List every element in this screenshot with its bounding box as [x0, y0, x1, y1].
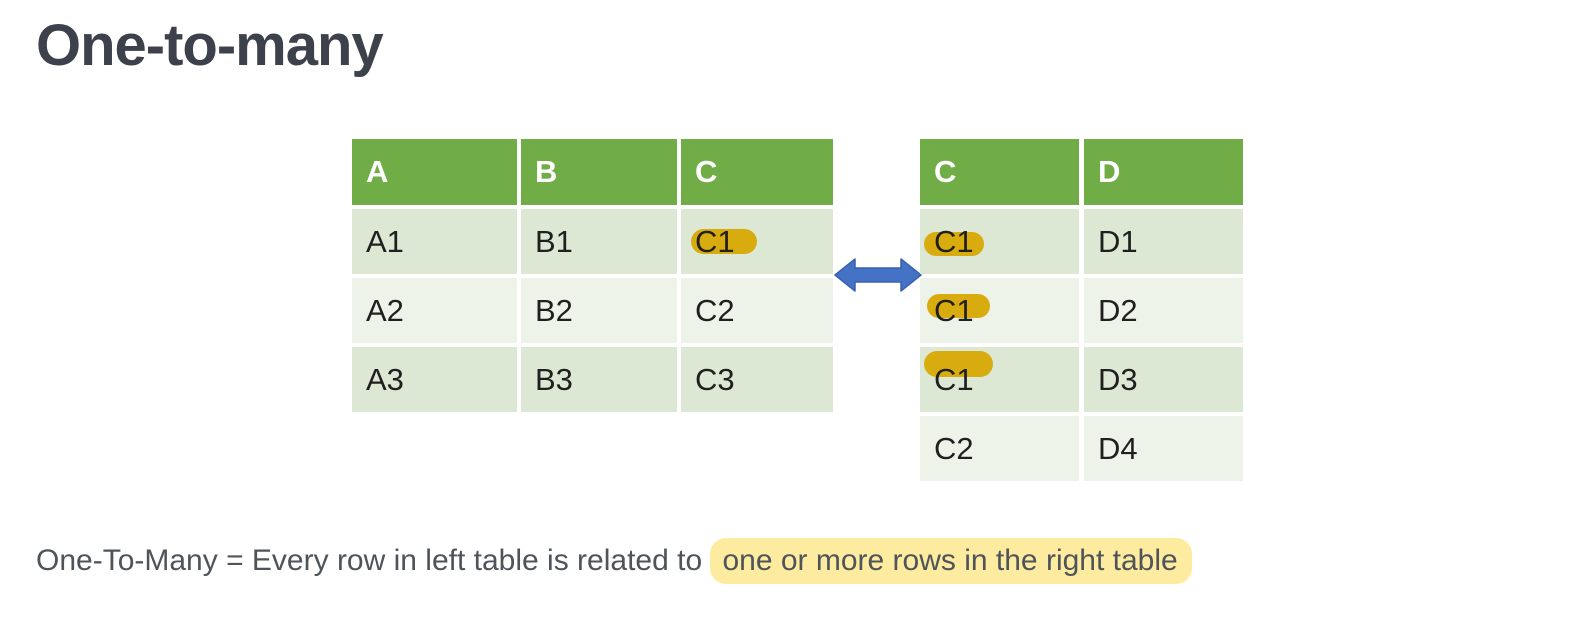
cell-value: C1 — [695, 223, 735, 259]
table-cell-highlighted: C1 — [920, 209, 1079, 274]
right-table-header-d: D — [1084, 139, 1243, 205]
highlight-mark — [927, 294, 990, 318]
cell-value: A2 — [366, 292, 404, 328]
cell-value: D3 — [1098, 361, 1138, 397]
left-table-header-c: C — [681, 139, 833, 205]
table-cell: D1 — [1084, 209, 1243, 274]
header-label: C — [695, 154, 718, 189]
left-table-header-a: A — [352, 139, 517, 205]
table-cell-highlighted: C1 — [681, 209, 833, 274]
table-cell: C3 — [681, 347, 833, 412]
left-table-header-b: B — [521, 139, 677, 205]
caption-highlighted-text: one or more rows in the right table — [710, 538, 1192, 584]
table-cell: B2 — [521, 278, 677, 343]
header-label: D — [1098, 154, 1121, 189]
cell-value: C2 — [695, 292, 735, 328]
header-label: A — [366, 154, 389, 189]
right-table: C D C1 D1 C1 D2 C1 D3 C2 D4 — [920, 139, 1243, 481]
table-cell: B1 — [521, 209, 677, 274]
page-title: One-to-many — [36, 13, 384, 78]
cell-value: D1 — [1098, 223, 1138, 259]
left-right-double-arrow-icon — [834, 258, 922, 292]
header-label: B — [535, 154, 558, 189]
caption-plain-text: One-To-Many = Every row in left table is… — [36, 544, 703, 577]
table-cell-highlighted: C1 — [920, 278, 1079, 343]
right-table-header-c: C — [920, 139, 1079, 205]
relationship-arrow-icon — [833, 256, 923, 294]
cell-value: A1 — [366, 223, 404, 259]
highlight-mark — [924, 232, 984, 256]
header-label: C — [934, 154, 957, 189]
cell-value: D4 — [1098, 430, 1138, 466]
table-cell: C2 — [920, 416, 1079, 481]
left-table: A B C A1 B1 C1 A2 B2 C2 A3 B3 C3 — [352, 139, 833, 412]
cell-value: C3 — [695, 361, 735, 397]
table-cell: B3 — [521, 347, 677, 412]
highlight-mark — [924, 351, 993, 377]
table-cell: C2 — [681, 278, 833, 343]
table-cell: D2 — [1084, 278, 1243, 343]
caption: One-To-Many = Every row in left table is… — [36, 538, 1192, 584]
cell-value: C2 — [934, 430, 974, 466]
cell-value: B2 — [535, 292, 573, 328]
cell-value: C1 — [934, 292, 974, 328]
cell-value: A3 — [366, 361, 404, 397]
cell-value: B3 — [535, 361, 573, 397]
table-cell: D3 — [1084, 347, 1243, 412]
cell-value: C1 — [934, 361, 974, 397]
table-cell: D4 — [1084, 416, 1243, 481]
cell-value: D2 — [1098, 292, 1138, 328]
highlight-mark — [691, 229, 757, 254]
cell-value: B1 — [535, 223, 573, 259]
table-cell: A2 — [352, 278, 517, 343]
table-cell-highlighted: C1 — [920, 347, 1079, 412]
table-cell: A3 — [352, 347, 517, 412]
table-cell: A1 — [352, 209, 517, 274]
cell-value: C1 — [934, 223, 974, 259]
